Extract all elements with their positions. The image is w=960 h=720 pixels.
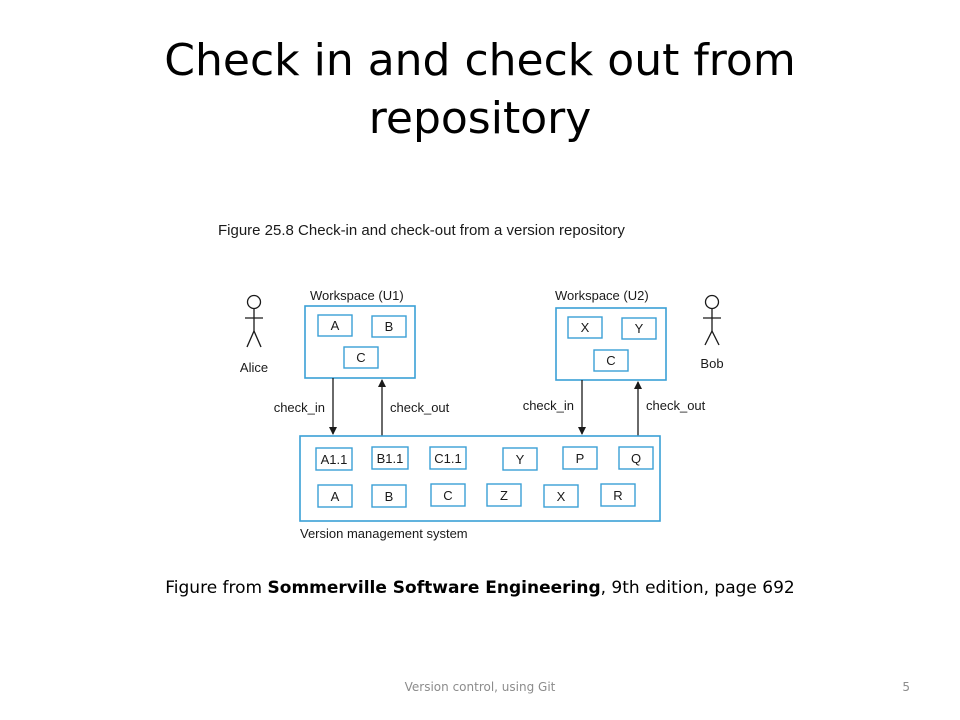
- repository-item: C: [430, 483, 466, 507]
- svg-text:Q: Q: [631, 451, 641, 466]
- svg-text:C: C: [443, 488, 452, 503]
- svg-text:R: R: [613, 488, 622, 503]
- repository-item: R: [600, 483, 636, 507]
- workspace-u2-label: Workspace (U2): [555, 288, 649, 303]
- workspace-u2-item: C: [593, 349, 629, 372]
- workspace-u2-box: [555, 307, 667, 381]
- repository-item: Y: [502, 447, 538, 471]
- workspace-u1-item: B: [371, 315, 407, 338]
- svg-text:P: P: [576, 451, 585, 466]
- u1-check-in-label: check_in: [274, 400, 325, 415]
- u2-check-in-label: check_in: [523, 398, 574, 413]
- svg-text:Y: Y: [635, 321, 644, 336]
- version-management-system-label: Version management system: [300, 526, 468, 541]
- svg-text:C1.1: C1.1: [434, 451, 461, 466]
- svg-text:A1.1: A1.1: [321, 452, 348, 467]
- workspace-u2-item: X: [567, 316, 603, 339]
- repository-item: A1.1: [315, 447, 353, 471]
- svg-text:X: X: [557, 489, 566, 504]
- version-management-system-box: [299, 435, 661, 522]
- svg-text:B: B: [385, 489, 394, 504]
- alice-label: Alice: [240, 360, 268, 375]
- workspace-u2-item: Y: [621, 317, 657, 340]
- svg-text:X: X: [581, 320, 590, 335]
- svg-text:C: C: [356, 350, 365, 365]
- citation-book-title: Sommerville Software Engineering: [267, 578, 601, 598]
- figure-caption: Figure 25.8 Check-in and check-out from …: [218, 222, 625, 239]
- alice-actor-icon: [245, 294, 263, 348]
- svg-text:Y: Y: [516, 452, 525, 467]
- svg-text:Z: Z: [500, 488, 508, 503]
- repository-item: P: [562, 446, 598, 470]
- repository-item: Q: [618, 446, 654, 470]
- workspace-u1-box: [304, 305, 416, 379]
- bob-label: Bob: [700, 356, 723, 371]
- workspace-u1-item: C: [343, 346, 379, 369]
- source-citation: Figure from Sommerville Software Enginee…: [0, 578, 960, 598]
- slide-title: Check in and check out from repository: [80, 32, 880, 148]
- svg-text:A: A: [331, 318, 340, 333]
- svg-text:B1.1: B1.1: [377, 451, 404, 466]
- u2-check-out-label: check_out: [646, 398, 706, 413]
- citation-prefix: Figure from: [165, 578, 268, 598]
- citation-suffix: , 9th edition, page 692: [600, 578, 795, 598]
- repository-item: X: [543, 484, 579, 508]
- slide-footer: Version control, using Git: [404, 680, 556, 694]
- repository-item: A: [317, 484, 353, 508]
- workspace-u1-item: A: [317, 314, 353, 337]
- workspace-u1-label: Workspace (U1): [310, 288, 404, 303]
- svg-text:B: B: [385, 319, 394, 334]
- repository-item: B1.1: [371, 446, 409, 470]
- svg-text:A: A: [331, 489, 340, 504]
- bob-actor-icon: [703, 294, 721, 346]
- repository-item: Z: [486, 483, 522, 507]
- slide-page-number: 5: [902, 680, 910, 694]
- svg-text:C: C: [606, 353, 615, 368]
- slide-title-line-2: repository: [368, 93, 592, 144]
- repository-item: C1.1: [429, 446, 467, 470]
- repository-item: B: [371, 484, 407, 508]
- u1-check-out-label: check_out: [390, 400, 450, 415]
- slide-title-line-1: Check in and check out from: [164, 35, 796, 86]
